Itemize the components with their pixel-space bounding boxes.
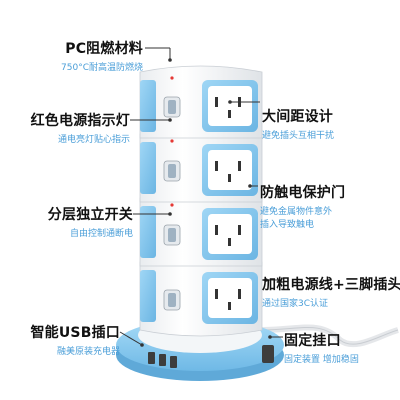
callout-title: 大间距设计 (262, 109, 333, 125)
callout-title: 红色电源指示灯 (30, 113, 130, 129)
callout-thick-cable: 加粗电源线+三脚插头 通过国家3C认证 (262, 274, 400, 309)
callout-layer-switch: 分层独立开关 自由控制通断电 (48, 204, 133, 239)
callout-subtitle: 通电亮灯贴心指示 (57, 135, 130, 145)
callout-subtitle: 避免金属物件意外 (260, 207, 333, 217)
callout-subtitle: 自由控制通断电 (69, 229, 133, 239)
callout-title: 加粗电源线+三脚插头 (262, 277, 400, 293)
usb-port-3 (170, 356, 177, 368)
fixed-hook (262, 345, 274, 363)
tier-2 (139, 133, 263, 203)
callout-shock-door: 防触电保护门 避免金属物件意外 插入导致触电 (260, 182, 345, 230)
callout-usb-port: 智能USB插口 融美原装充电器 (30, 322, 120, 357)
callout-title: 防触电保护门 (260, 185, 346, 201)
usb-port-2 (159, 354, 166, 366)
callout-subtitle: 通过国家3C认证 (262, 299, 329, 309)
usb-port-1 (148, 352, 155, 364)
callout-title: PC阻燃材料 (65, 41, 143, 57)
callout-subtitle: 融美原装充电器 (56, 347, 120, 357)
tier-4 (139, 261, 263, 337)
callout-fixed-hook: 固定挂口 固定装置 增加稳固 (284, 330, 359, 365)
tier-3 (139, 197, 263, 267)
callout-subtitle: 固定装置 增加稳固 (284, 355, 359, 365)
callout-title: 智能USB插口 (30, 325, 120, 341)
callout-subtitle: 750°C耐高温防燃烧 (61, 63, 143, 73)
callout-red-indicator: 红色电源指示灯 通电亮灯贴心指示 (31, 110, 130, 145)
callout-subtitle: 插入导致触电 (260, 220, 315, 230)
callout-title: 固定挂口 (284, 333, 341, 349)
callout-subtitle: 避免插头互相干扰 (262, 131, 335, 141)
callout-title: 分层独立开关 (47, 207, 133, 223)
callout-pc-material: PC阻燃材料 750°C耐高温防燃烧 (61, 38, 143, 73)
callout-wide-spacing: 大间距设计 避免插头互相干扰 (262, 106, 334, 141)
